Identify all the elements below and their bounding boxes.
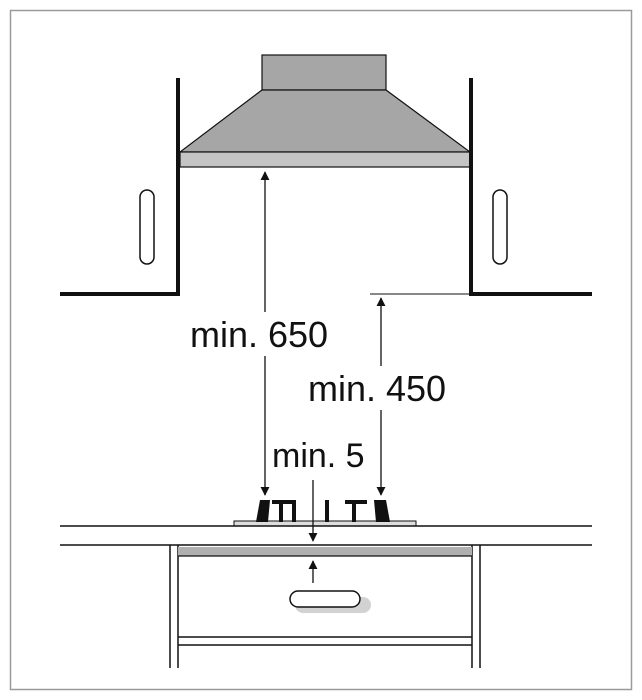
- hob-underside-panel: [178, 547, 472, 556]
- base-cabinet: [169, 545, 481, 668]
- drawer-handle-icon: [289, 590, 371, 613]
- label-5-backdrop: [270, 432, 378, 476]
- dimension-label-450: min. 450: [308, 368, 446, 409]
- left-cabinet-handle: [139, 189, 155, 265]
- worktop: [60, 525, 592, 546]
- label-450-backdrop: [306, 366, 466, 410]
- dimension-label-5: min. 5: [272, 437, 365, 475]
- left-cabinet-outline: [60, 78, 180, 296]
- dimension-label-650: min. 650: [190, 314, 328, 355]
- hood-chimney: [261, 54, 387, 91]
- label-650-backdrop: [188, 312, 338, 356]
- right-burner: [374, 500, 390, 522]
- cooker-hood-icon: [178, 54, 472, 168]
- right-cabinet-handle: [492, 189, 508, 265]
- hood-bottom-lip: [179, 151, 471, 168]
- left-wall-cabinet-icon: [60, 78, 180, 296]
- left-burner: [256, 500, 270, 522]
